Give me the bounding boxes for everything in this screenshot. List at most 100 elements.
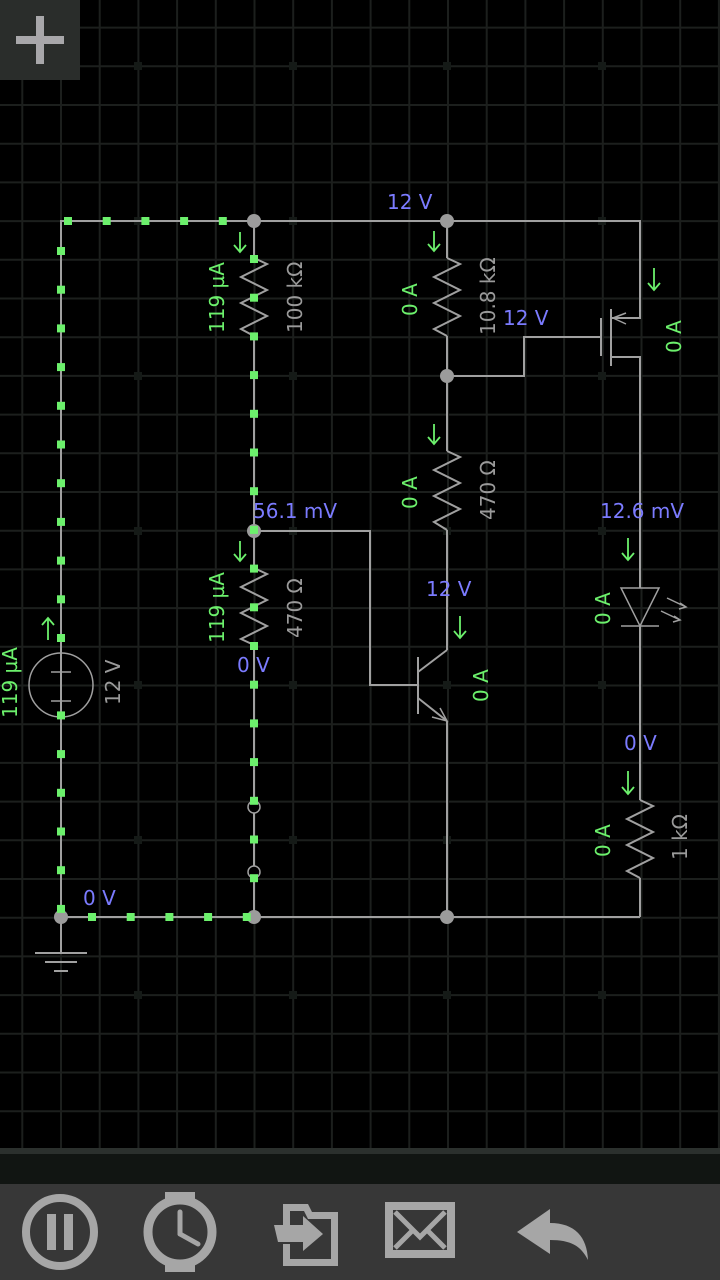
label-top-rail-voltage: 12 V	[387, 190, 433, 214]
label-source-current: 119 µA	[0, 647, 22, 718]
current-dot	[57, 440, 65, 449]
current-dot	[250, 371, 258, 380]
grid-major-mark	[598, 681, 606, 689]
current-dot	[242, 913, 251, 921]
label-470-left-value: 470 Ω	[283, 578, 307, 638]
grid-major-mark	[598, 62, 606, 70]
current-dot	[64, 217, 72, 225]
grid-major-mark	[134, 681, 142, 689]
wire-left-top[interactable]	[60, 220, 254, 655]
status-bar	[0, 1154, 720, 1184]
current-dot	[250, 564, 258, 573]
current-dot	[250, 487, 258, 496]
node-top-left	[247, 214, 261, 228]
current-dot	[250, 758, 258, 767]
label-mosfet-current: 0 A	[662, 320, 686, 353]
current-dot	[57, 904, 65, 913]
current-dot	[57, 750, 65, 759]
npn-transistor[interactable]	[417, 649, 449, 723]
export-mail-button[interactable]	[370, 1184, 480, 1280]
grid-major-mark	[598, 527, 606, 535]
current-dot	[57, 711, 65, 720]
label-gate-voltage: 12 V	[503, 306, 549, 330]
current-dot	[165, 913, 174, 921]
current-dot	[57, 595, 65, 604]
wire-gate[interactable]	[447, 336, 600, 377]
voltage-labels: 12 V 12 V 56.1 mV 12.6 mV 12 V 0 V 0 V 0…	[83, 190, 684, 910]
arrow-down-icon	[621, 771, 635, 796]
current-dot	[250, 796, 258, 805]
current-dot	[250, 719, 258, 728]
label-470-mid-value: 470 Ω	[476, 460, 500, 520]
current-dot	[250, 332, 258, 341]
wire-mosfet-source[interactable]	[611, 356, 641, 588]
current-dot	[250, 448, 258, 457]
grid-major-mark	[134, 372, 142, 380]
current-dot	[57, 866, 65, 875]
label-1k-current: 0 A	[591, 824, 615, 857]
current-dot	[250, 603, 258, 612]
current-dot	[250, 525, 258, 534]
current-dot	[180, 217, 189, 225]
grid-major-mark	[443, 681, 451, 689]
current-dot	[88, 913, 96, 921]
label-led-current: 0 A	[591, 592, 615, 625]
current-dot	[250, 255, 258, 263]
node-gate	[440, 369, 454, 383]
current-dot	[218, 217, 227, 225]
current-dot	[57, 479, 65, 488]
current-dot	[250, 409, 258, 418]
arrow-down-icon	[427, 231, 441, 253]
label-100k-value: 100 kΩ	[283, 262, 307, 333]
label-10-8k-value: 10.8 kΩ	[476, 257, 500, 335]
grid-major-mark	[598, 372, 606, 380]
bottom-toolbar	[0, 1184, 720, 1280]
label-npn-current: 0 A	[469, 669, 493, 702]
current-dot	[57, 634, 65, 642]
label-source-value: 12 V	[101, 659, 125, 705]
wire-base[interactable]	[254, 530, 418, 686]
import-button[interactable]	[245, 1184, 355, 1280]
label-ground-voltage: 0 V	[83, 886, 116, 910]
circuit-diagram[interactable]: 12 V 12 V 56.1 mV 12.6 mV 12 V 0 V 0 V 0…	[0, 0, 720, 1148]
undo-button[interactable]	[490, 1184, 600, 1280]
label-1k-value: 1 kΩ	[668, 814, 692, 860]
current-dot	[204, 913, 213, 921]
pause-button[interactable]	[5, 1184, 115, 1280]
grid-major-mark	[443, 62, 451, 70]
clock-icon	[143, 1192, 217, 1272]
mosfet[interactable]	[600, 309, 627, 366]
current-dot	[250, 642, 258, 650]
current-dot	[57, 517, 65, 526]
grid	[0, 0, 720, 1148]
label-led-voltage: 12.6 mV	[600, 499, 684, 523]
resistor-10-8k[interactable]	[431, 257, 463, 337]
node-ground	[54, 910, 68, 924]
grid-major-mark	[289, 991, 297, 999]
led[interactable]	[619, 587, 688, 628]
grid-major-mark	[134, 527, 142, 535]
label-base-voltage: 56.1 mV	[253, 499, 337, 523]
grid-major-mark	[289, 372, 297, 380]
timestep-button[interactable]	[125, 1184, 235, 1280]
grid-major-mark	[134, 836, 142, 844]
arrow-down-icon	[621, 538, 635, 562]
undo-icon	[517, 1209, 588, 1260]
resistor-1k[interactable]	[624, 799, 656, 879]
resistor-470-mid[interactable]	[431, 450, 463, 531]
label-10-8k-current: 0 A	[398, 283, 422, 316]
import-icon	[274, 1204, 338, 1266]
node-bottom-mid	[440, 910, 454, 924]
current-dot	[57, 363, 65, 372]
circuit-canvas[interactable]: 12 V 12 V 56.1 mV 12.6 mV 12 V 0 V 0 V 0…	[0, 0, 720, 1148]
arrow-up-icon	[41, 616, 55, 640]
node-top-mid	[440, 214, 454, 228]
current-dot	[57, 324, 65, 333]
current-dot	[250, 680, 258, 689]
label-left-low-voltage: 0 V	[237, 653, 270, 677]
current-dot	[141, 217, 150, 225]
ground-symbol[interactable]	[35, 952, 87, 972]
add-component-button[interactable]	[0, 0, 80, 80]
current-dot	[57, 556, 65, 565]
plus-icon-vertical	[36, 16, 44, 64]
